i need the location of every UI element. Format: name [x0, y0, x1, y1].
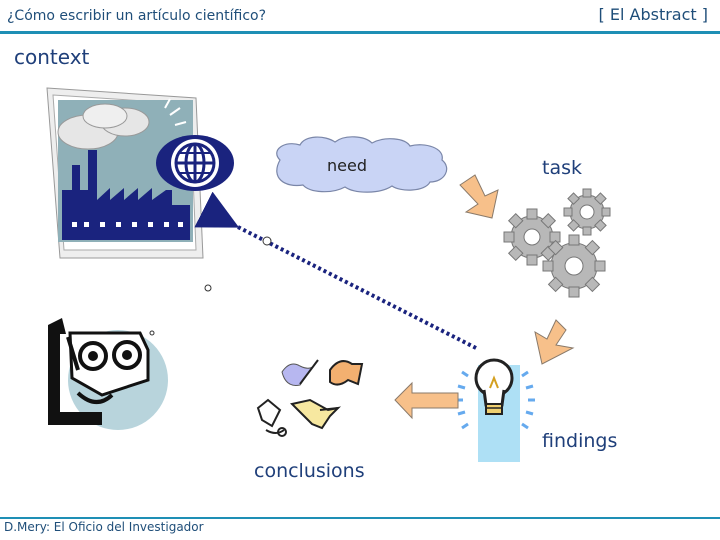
factory-icon	[46, 87, 204, 259]
task-label: task	[542, 157, 582, 179]
arrow-icon	[459, 174, 499, 219]
context-label: context	[14, 45, 90, 69]
footer-credit: D.Mery: El Oficio del Investigador	[4, 520, 204, 534]
gears-icon	[503, 188, 611, 298]
need-label: need	[327, 156, 367, 175]
thought-bubbles	[149, 236, 272, 336]
slide-title: ¿Cómo escribir un artículo científico?	[7, 8, 267, 24]
arrow-icon	[394, 381, 459, 420]
lightbulb-icon	[456, 358, 535, 462]
dotted-arrow-icon	[194, 191, 477, 350]
footer-divider	[0, 517, 720, 519]
scribbles-icon	[256, 359, 364, 437]
globe-icon	[156, 135, 234, 191]
cloud-icon	[276, 136, 448, 193]
arrow-icon	[534, 319, 575, 365]
section-title: [ El Abstract ]	[598, 5, 708, 24]
conclusions-label: conclusions	[254, 460, 365, 482]
findings-label: findings	[542, 430, 618, 452]
scientist-face-icon	[48, 318, 168, 430]
header-divider	[0, 31, 720, 34]
